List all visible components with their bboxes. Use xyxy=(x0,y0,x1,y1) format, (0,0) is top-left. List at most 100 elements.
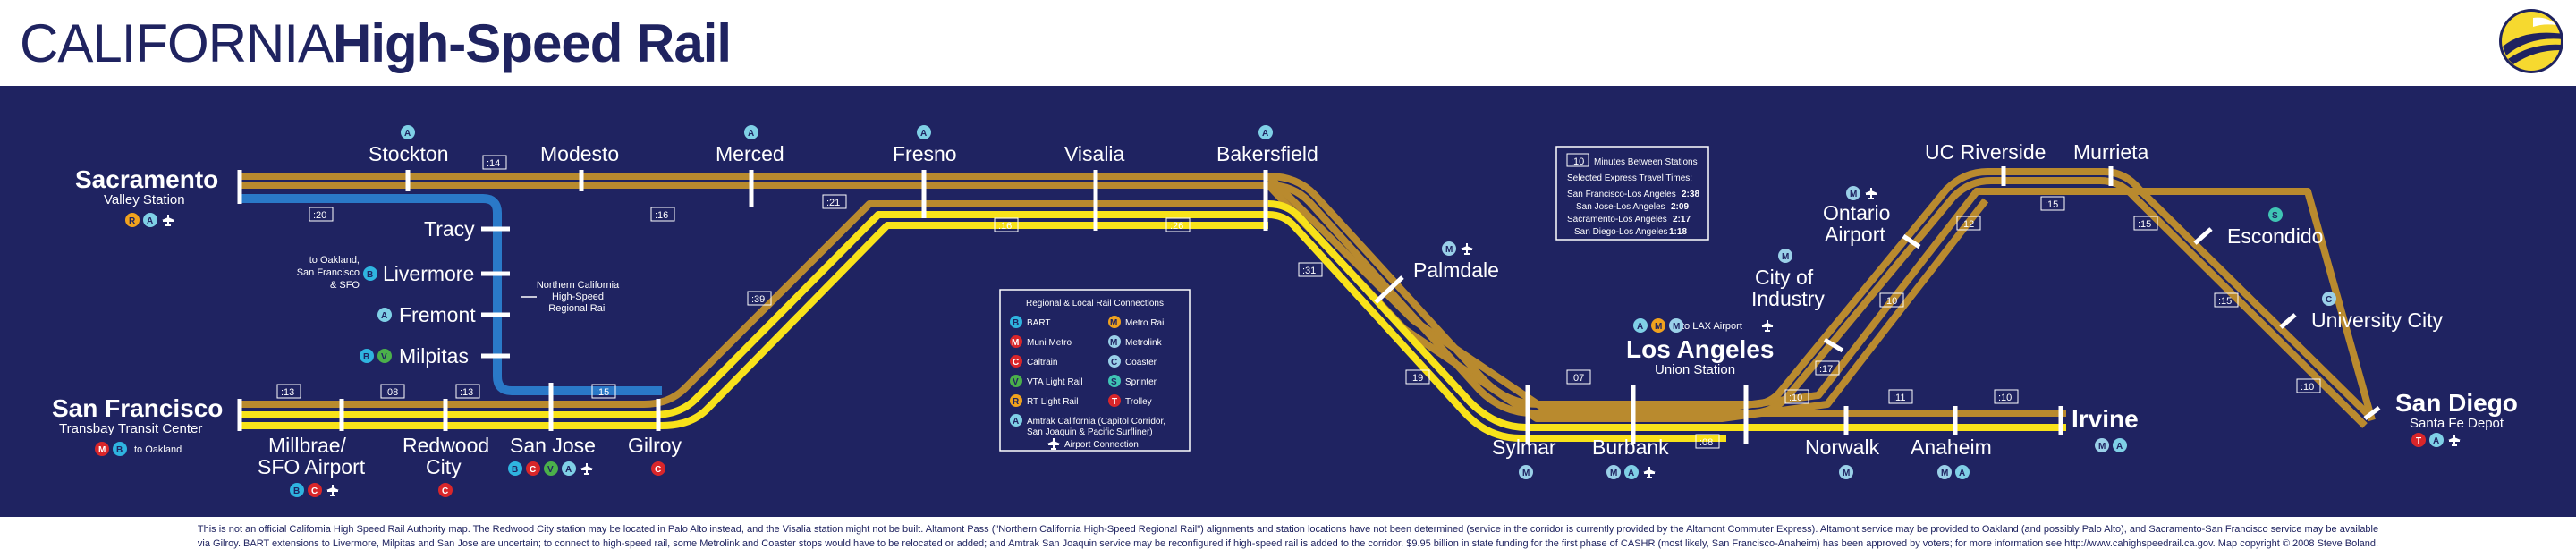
svg-text::16: :16 xyxy=(998,221,1012,232)
express-row-label: Sacramento-Los Angeles xyxy=(1567,215,1667,224)
svg-text:M: M xyxy=(1850,190,1857,199)
time-box: :21 xyxy=(822,194,847,209)
express-key-time: :10 xyxy=(1571,156,1584,167)
note-oakland-3: & SFO xyxy=(330,280,360,291)
svg-text:S: S xyxy=(2272,211,2278,221)
note-altamont-3: Regional Rail xyxy=(548,303,606,314)
station-sacramento-sub: Valley Station xyxy=(104,192,185,207)
legend-item-muni: Muni Metro xyxy=(1027,338,1072,348)
caltrain-icon: C xyxy=(526,461,540,476)
express-row-time: 1:18 xyxy=(1669,227,1687,237)
svg-text::31: :31 xyxy=(1302,266,1316,276)
bart-icon: B xyxy=(508,461,522,476)
svg-text:M: M xyxy=(1941,469,1948,478)
station-millbrae-2: SFO Airport xyxy=(258,455,366,478)
station-redwood-city-2: City xyxy=(426,455,462,478)
svg-text::15: :15 xyxy=(596,387,609,398)
express-row-time: 2:09 xyxy=(1671,202,1689,212)
metro-rail-icon: M xyxy=(1651,318,1665,333)
svg-text:T: T xyxy=(1112,397,1117,407)
rail-map-canvas: Sacramento Valley Station Stockton Modes… xyxy=(52,125,2518,497)
time-box: :20 xyxy=(309,207,334,222)
metrolink-icon: M xyxy=(2095,438,2109,452)
station-escondido: Escondido xyxy=(2227,224,2323,248)
time-box: :08 xyxy=(1695,434,1720,449)
station-norwalk: Norwalk xyxy=(1805,435,1880,459)
time-box: :15 xyxy=(591,384,616,399)
time-box: :14 xyxy=(482,155,507,170)
time-box: :11 xyxy=(1888,389,1913,404)
footer-disclaimer: This is not an official California High … xyxy=(0,517,2576,558)
time-box: :39 xyxy=(747,291,772,306)
note-oakland-1: to Oakland, xyxy=(309,255,360,266)
svg-text:B: B xyxy=(116,445,123,455)
station-ticks xyxy=(237,166,2381,444)
amtrak-icon: A xyxy=(744,125,758,140)
svg-text::08: :08 xyxy=(385,387,398,398)
svg-text:V: V xyxy=(547,465,554,475)
station-bakersfield: Bakersfield xyxy=(1216,142,1318,165)
caltrain-icon: C xyxy=(438,483,453,497)
amtrak-icon: A xyxy=(401,125,415,140)
station-millbrae-1: Millbrae/ xyxy=(268,434,347,457)
svg-text:A: A xyxy=(920,129,927,139)
svg-text:A: A xyxy=(1628,469,1634,478)
svg-text:A: A xyxy=(1262,129,1268,139)
note-oakland-2: San Francisco xyxy=(297,267,360,278)
legend-item-sprinter: Sprinter xyxy=(1125,377,1157,387)
trolley-icon: T xyxy=(2411,433,2426,447)
svg-text::21: :21 xyxy=(826,198,840,208)
legend-item-amtrak-2: San Joaquin & Pacific Surfliner) xyxy=(1027,427,1153,437)
svg-text:A: A xyxy=(1637,322,1643,332)
time-box: :10 xyxy=(1994,389,2019,404)
svg-text:R: R xyxy=(129,216,136,226)
time-box: :15 xyxy=(2040,196,2065,211)
station-irvine: Irvine xyxy=(2072,405,2139,433)
time-box: :12 xyxy=(1956,216,1981,231)
svg-text:A: A xyxy=(404,129,411,139)
station-sylmar: Sylmar xyxy=(1492,435,1556,459)
time-box: :19 xyxy=(1405,369,1430,385)
airport-icon xyxy=(326,484,340,496)
svg-text::11: :11 xyxy=(1893,393,1905,403)
station-stockton: Stockton xyxy=(369,142,449,165)
footer-line-1: This is not an official California High … xyxy=(197,524,2379,535)
airport-icon xyxy=(1760,319,1775,332)
caltrain-icon: C xyxy=(308,483,322,497)
svg-text:S: S xyxy=(1111,377,1117,387)
bart-icon: B xyxy=(113,442,127,456)
metrolink-icon: M xyxy=(1937,465,1952,479)
station-anaheim: Anaheim xyxy=(1911,435,1992,459)
svg-text:C: C xyxy=(1111,358,1117,368)
note-altamont-2: High-Speed xyxy=(552,292,604,302)
bart-icon: B xyxy=(363,266,377,281)
station-sacramento: Sacramento xyxy=(75,165,218,193)
svg-text:M: M xyxy=(1110,318,1117,328)
station-milpitas: Milpitas xyxy=(399,344,469,368)
svg-text:A: A xyxy=(1959,469,1965,478)
legend-item-bart: BART xyxy=(1027,318,1051,328)
station-los-angeles-sub: Union Station xyxy=(1655,362,1735,377)
svg-text::10: :10 xyxy=(1884,296,1897,307)
time-box: :10 xyxy=(2296,378,2321,393)
svg-text:A: A xyxy=(381,311,387,321)
express-key-label: Minutes Between Stations xyxy=(1594,157,1698,167)
express-row-time: 2:38 xyxy=(1682,190,1699,199)
svg-text:A: A xyxy=(565,465,572,475)
hsr-logo-icon xyxy=(2499,9,2563,73)
svg-text::15: :15 xyxy=(2218,296,2232,307)
bart-icon: B xyxy=(290,483,304,497)
svg-text:A: A xyxy=(2433,436,2439,446)
rt-light-rail-icon: R xyxy=(125,213,140,227)
legend-item-coaster: Coaster xyxy=(1125,358,1157,368)
airport-icon xyxy=(1460,242,1474,255)
station-uc-riverside: UC Riverside xyxy=(1925,140,2046,164)
station-modesto: Modesto xyxy=(540,142,619,165)
svg-text::39: :39 xyxy=(751,294,765,305)
svg-text::14: :14 xyxy=(487,158,500,169)
metrolink-icon: M xyxy=(1778,249,1792,263)
time-box: :16 xyxy=(994,217,1019,232)
airport-icon xyxy=(580,462,594,475)
svg-text:B: B xyxy=(293,486,300,496)
svg-text:C: C xyxy=(442,486,448,496)
